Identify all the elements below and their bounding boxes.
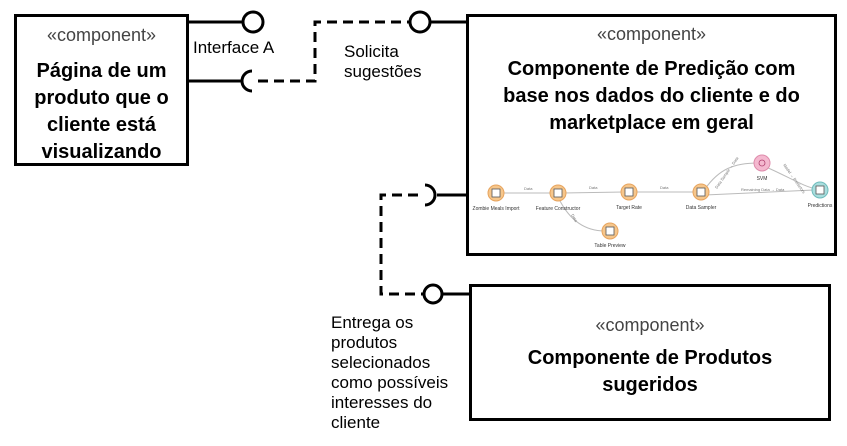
suggested-products-component: «component» Componente de Produtos suger… [469, 284, 831, 421]
request-lollipop [408, 10, 432, 34]
wf-node-zombie-meals-import: Zombie Meals Import [473, 184, 521, 212]
product-page-title: Página de um produto que o cliente está … [17, 58, 186, 166]
wf-edge-label: Data [524, 186, 533, 191]
wf-node-label: Table Preview [594, 243, 626, 249]
deliver-lollipop [422, 283, 444, 305]
prediction-title-line: Componente de Predição com [507, 58, 796, 80]
deliver-products-label: Entrega os produtos selecionados como po… [331, 313, 448, 433]
wf-node-label: Feature Constructor [536, 206, 581, 212]
product-page-component: «component» Página de um produto que o c… [14, 14, 189, 166]
deliver-products-line: cliente [331, 413, 381, 432]
wf-edge-label: Data [570, 213, 579, 223]
interface-a-lollipop [241, 10, 265, 34]
prediction-socket [424, 183, 437, 207]
suggested-products-title: Componente de Produtos sugeridos [472, 345, 828, 399]
request-suggestions-line: sugestões [344, 62, 422, 81]
deliver-products-line: Entrega os [331, 313, 414, 332]
wf-node-label: Data Sampler [686, 205, 717, 211]
wf-edge-label: Data [660, 185, 669, 190]
wf-node-label: SVM [757, 176, 768, 182]
product-page-stereotype: «component» [46, 25, 157, 45]
deliver-products-line: interesses do [331, 393, 433, 412]
suggested-products-title-line: Componente de Produtos [527, 347, 773, 369]
wf-node-feature-constructor: Feature Constructor [536, 184, 581, 212]
wf-node-table-preview: Table Preview [594, 222, 626, 249]
suggested-products-stereotype: «component» [595, 315, 705, 335]
wf-node-predictions: Predictions [808, 181, 833, 209]
deliver-products-line: como possíveis [331, 373, 449, 392]
request-suggestions-line: Solicita [344, 42, 399, 61]
product-page-title-line: cliente está [47, 114, 156, 136]
wf-edge-label: Model → Predictors [782, 163, 806, 195]
wf-node-target-rate: Target Rate [616, 183, 642, 211]
product-page-title-line: Página de um [36, 60, 167, 82]
prediction-stereotype: «component» [596, 24, 707, 44]
wf-edge-label: Data [589, 185, 598, 190]
prediction-title: Componente de Predição com base nos dado… [469, 56, 834, 137]
request-dashed-link [258, 20, 410, 83]
request-suggestions-label: Solicita sugestões [344, 42, 422, 82]
wf-node-svm: SVM [753, 154, 771, 182]
prediction-title-line: marketplace em geral [549, 112, 754, 134]
wf-node-label: Predictions [808, 203, 833, 209]
interface-a-label: Interface A [193, 38, 275, 57]
deliver-dashed-link [379, 193, 423, 296]
suggested-products-title-line: sugeridos [602, 374, 698, 396]
wf-node-data-sampler: Data Sampler [686, 183, 717, 211]
deliver-products-line: produtos [331, 333, 398, 352]
product-page-title-line: visualizando [41, 141, 162, 163]
wf-edge-label: Remaining Data → Data [741, 187, 785, 192]
deliver-products-line: selecionados [331, 353, 431, 372]
wf-node-label: Target Rate [616, 205, 642, 211]
wf-edge-label: Data Sample → Data [714, 155, 740, 189]
wf-node-label: Zombie Meals Import [473, 206, 521, 212]
required-socket [240, 69, 253, 93]
prediction-component: «component» Componente de Predição com b… [466, 14, 837, 256]
prediction-workflow-image: Data Data Data Data Data Sample → Data M… [473, 154, 833, 249]
product-page-title-line: produto que o [34, 87, 169, 109]
prediction-title-line: base nos dados do cliente e do [503, 85, 800, 107]
